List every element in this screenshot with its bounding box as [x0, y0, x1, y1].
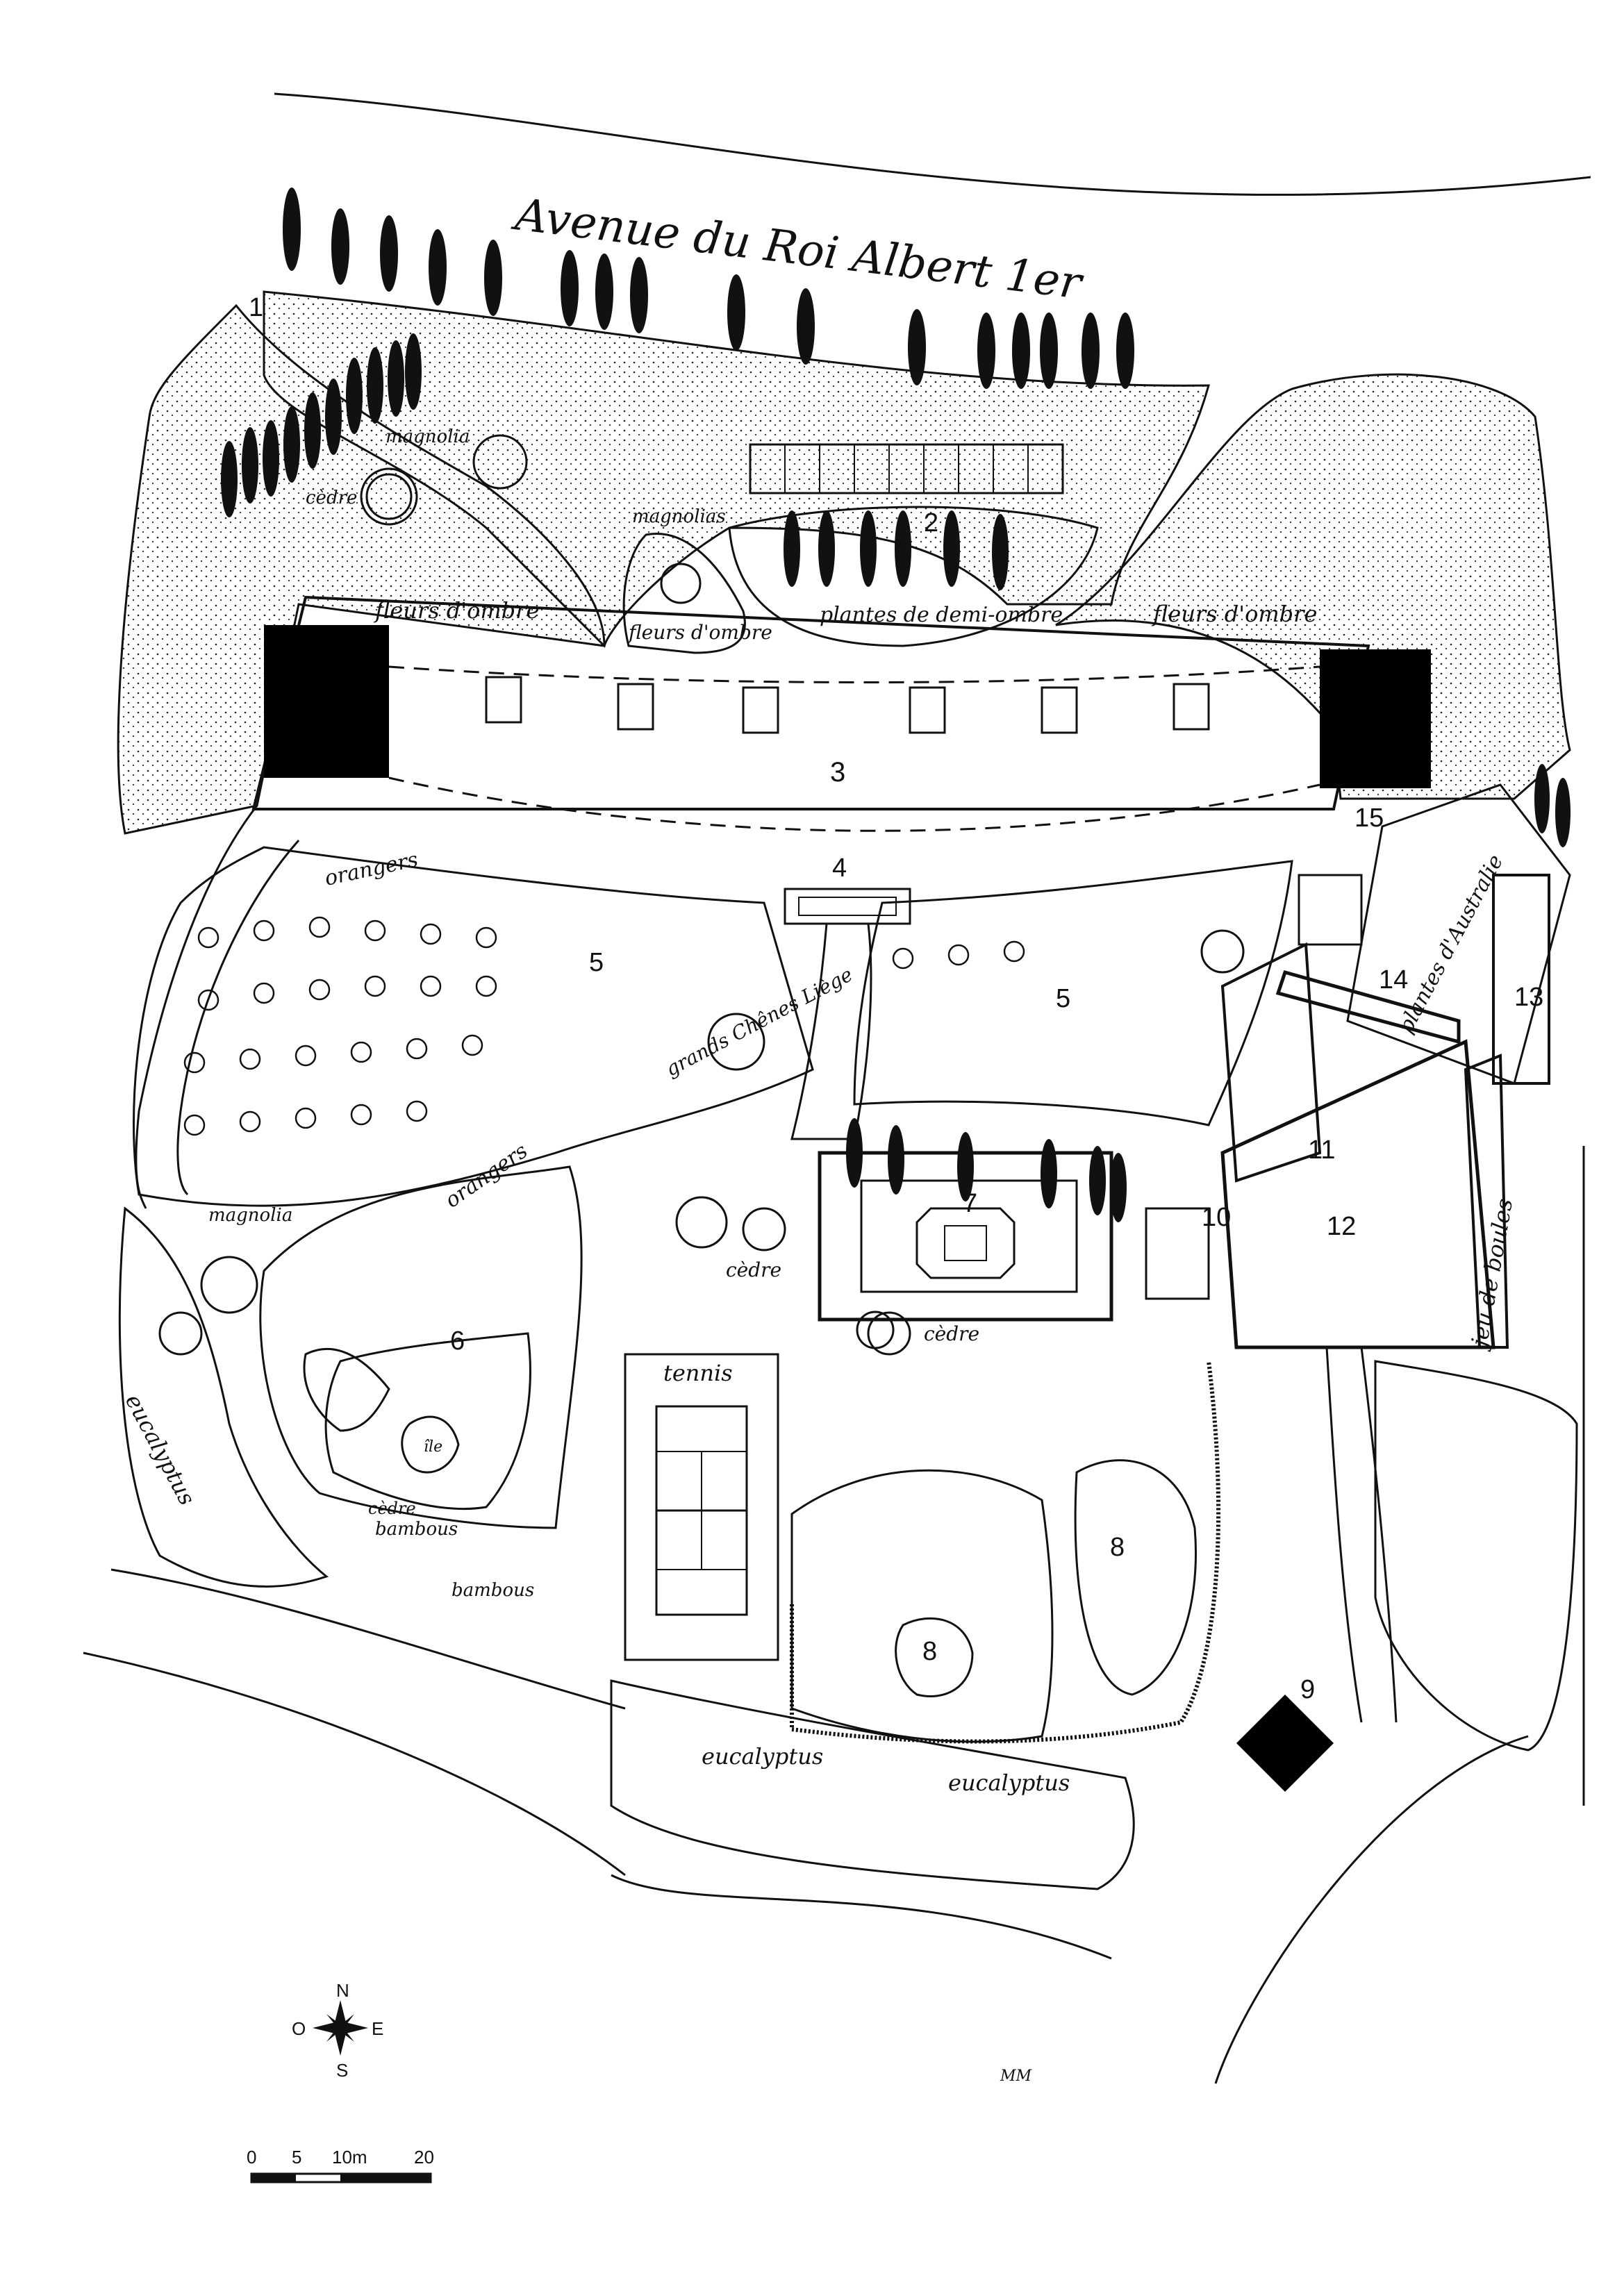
cedar-tree [365, 473, 895, 1349]
east-garden-mass [1055, 373, 1571, 800]
house-bays [485, 676, 1210, 734]
terrace-14 [1275, 970, 1461, 1045]
zone-10: 10 [1202, 1203, 1231, 1232]
lawn-8-east [1074, 1459, 1198, 1696]
compass-west: O [292, 2018, 306, 2039]
zone-3: 3 [830, 757, 845, 788]
zone-4: 4 [832, 854, 847, 883]
pond-garden-6 [259, 1165, 583, 1529]
courtyard-fountain [915, 1207, 1016, 1279]
gardener-house-13 [1492, 874, 1550, 1085]
cypress-row-avenue [283, 188, 1134, 389]
label-cedre-pond: cèdre [368, 1499, 416, 1518]
zone-8-oval: 8 [922, 1637, 937, 1666]
eucalyptus-west-belt [118, 1206, 329, 1588]
pond-island [401, 1415, 460, 1474]
zone-1: 1 [249, 293, 263, 322]
australian-plants-bed [1346, 783, 1571, 1085]
kitchen-garden-12 [1220, 1039, 1495, 1349]
hedge-8 [790, 1361, 1221, 1744]
pavilion-9 [1236, 1695, 1334, 1792]
tennis-court-area [624, 1353, 779, 1661]
lawn-8-oval [895, 1617, 974, 1697]
label-magnolia-top: magnolia [386, 426, 470, 447]
cypress-row-parterre [784, 510, 1009, 590]
eucalyptus-south-belt [610, 1679, 1135, 1890]
label-magnolias: magnolias [632, 506, 726, 527]
greenhouse-strip-11 [1220, 942, 1322, 1183]
house-east-wing [1320, 649, 1431, 788]
zone-15: 15 [1354, 804, 1384, 833]
label-cedre-mid: cèdre [726, 1258, 781, 1281]
parterre-2-divisions [784, 444, 1029, 493]
zone-8-east: 8 [1110, 1533, 1125, 1562]
compass-rose [313, 2000, 368, 2056]
cypress-grove-west [221, 333, 422, 517]
scale-bar [250, 2172, 432, 2183]
parterre-2 [749, 443, 1064, 494]
parterre-10 [1145, 1207, 1210, 1300]
orangers-lawn-5-east [853, 860, 1293, 1126]
demi-ombre-bed [728, 506, 1099, 647]
east-wood [1374, 1360, 1578, 1752]
label-eucalyptus-bottom-2: eucalyptus [948, 1770, 1070, 1796]
round-trees [158, 434, 1245, 1356]
zone-13: 13 [1514, 983, 1543, 1012]
rockery [303, 1347, 390, 1432]
zone-14: 14 [1379, 965, 1408, 995]
label-demi-ombre: plantes de demi-ombre [820, 603, 1063, 627]
terrace-steps-4 [784, 888, 911, 925]
label-cedre-lower: cèdre [924, 1322, 979, 1345]
label-fleurs-ombre-left: fleurs d'ombre [374, 597, 539, 624]
scale-label-10: 10m [332, 2147, 367, 2168]
label-bambous-2: bambous [451, 1580, 534, 1601]
zone-2: 2 [924, 508, 938, 538]
label-magnolia-left: magnolia [208, 1205, 292, 1226]
meadow-8 [790, 1469, 1054, 1743]
zone-5-west: 5 [589, 948, 604, 977]
zone-5-east: 5 [1056, 984, 1070, 1013]
label-plantes-australie: plantes d'Australie [1393, 851, 1508, 1038]
zone-6: 6 [450, 1326, 465, 1356]
scale-label-0: 0 [247, 2147, 256, 2168]
compass-south: S [336, 2060, 348, 2081]
zone-11: 11 [1308, 1135, 1335, 1165]
label-eucalyptus-left: eucalyptus [120, 1390, 201, 1510]
magnolias-bed [622, 533, 746, 654]
label-orangers-1: orangers [322, 847, 420, 891]
orange-trees [183, 916, 1025, 1136]
label-ile: île [424, 1438, 442, 1456]
house-west-wing [264, 625, 389, 778]
label-fleurs-ombre-mid: fleurs d'ombre [627, 621, 772, 644]
label-grands-chenes-liege: grands Chênes Liège [662, 963, 856, 1081]
scale-label-20: 20 [414, 2147, 434, 2168]
orangers-lawn-5-west [133, 846, 814, 1207]
label-bambous-1: bambous [375, 1519, 458, 1540]
zone-12: 12 [1327, 1212, 1356, 1241]
signature-initials: MM [1000, 2068, 1032, 2085]
label-fleurs-ombre-right: fleurs d'ombre [1152, 601, 1317, 627]
label-tennis: tennis [663, 1360, 733, 1386]
boules-court [1464, 1054, 1509, 1349]
cypress-courtyard [846, 764, 1571, 1222]
pond-water [324, 1332, 531, 1511]
label-eucalyptus-bottom-1: eucalyptus [702, 1743, 823, 1770]
zone-9: 9 [1300, 1675, 1315, 1704]
scale-label-5: 5 [292, 2147, 301, 2168]
pergola-15 [1298, 874, 1363, 946]
compass-east: E [372, 2018, 383, 2039]
label-orangers-2: orangers [441, 1139, 533, 1213]
zone-7: 7 [963, 1189, 977, 1218]
label-cedre-top: cèdre [306, 488, 357, 508]
compass-north: N [336, 1980, 349, 2001]
